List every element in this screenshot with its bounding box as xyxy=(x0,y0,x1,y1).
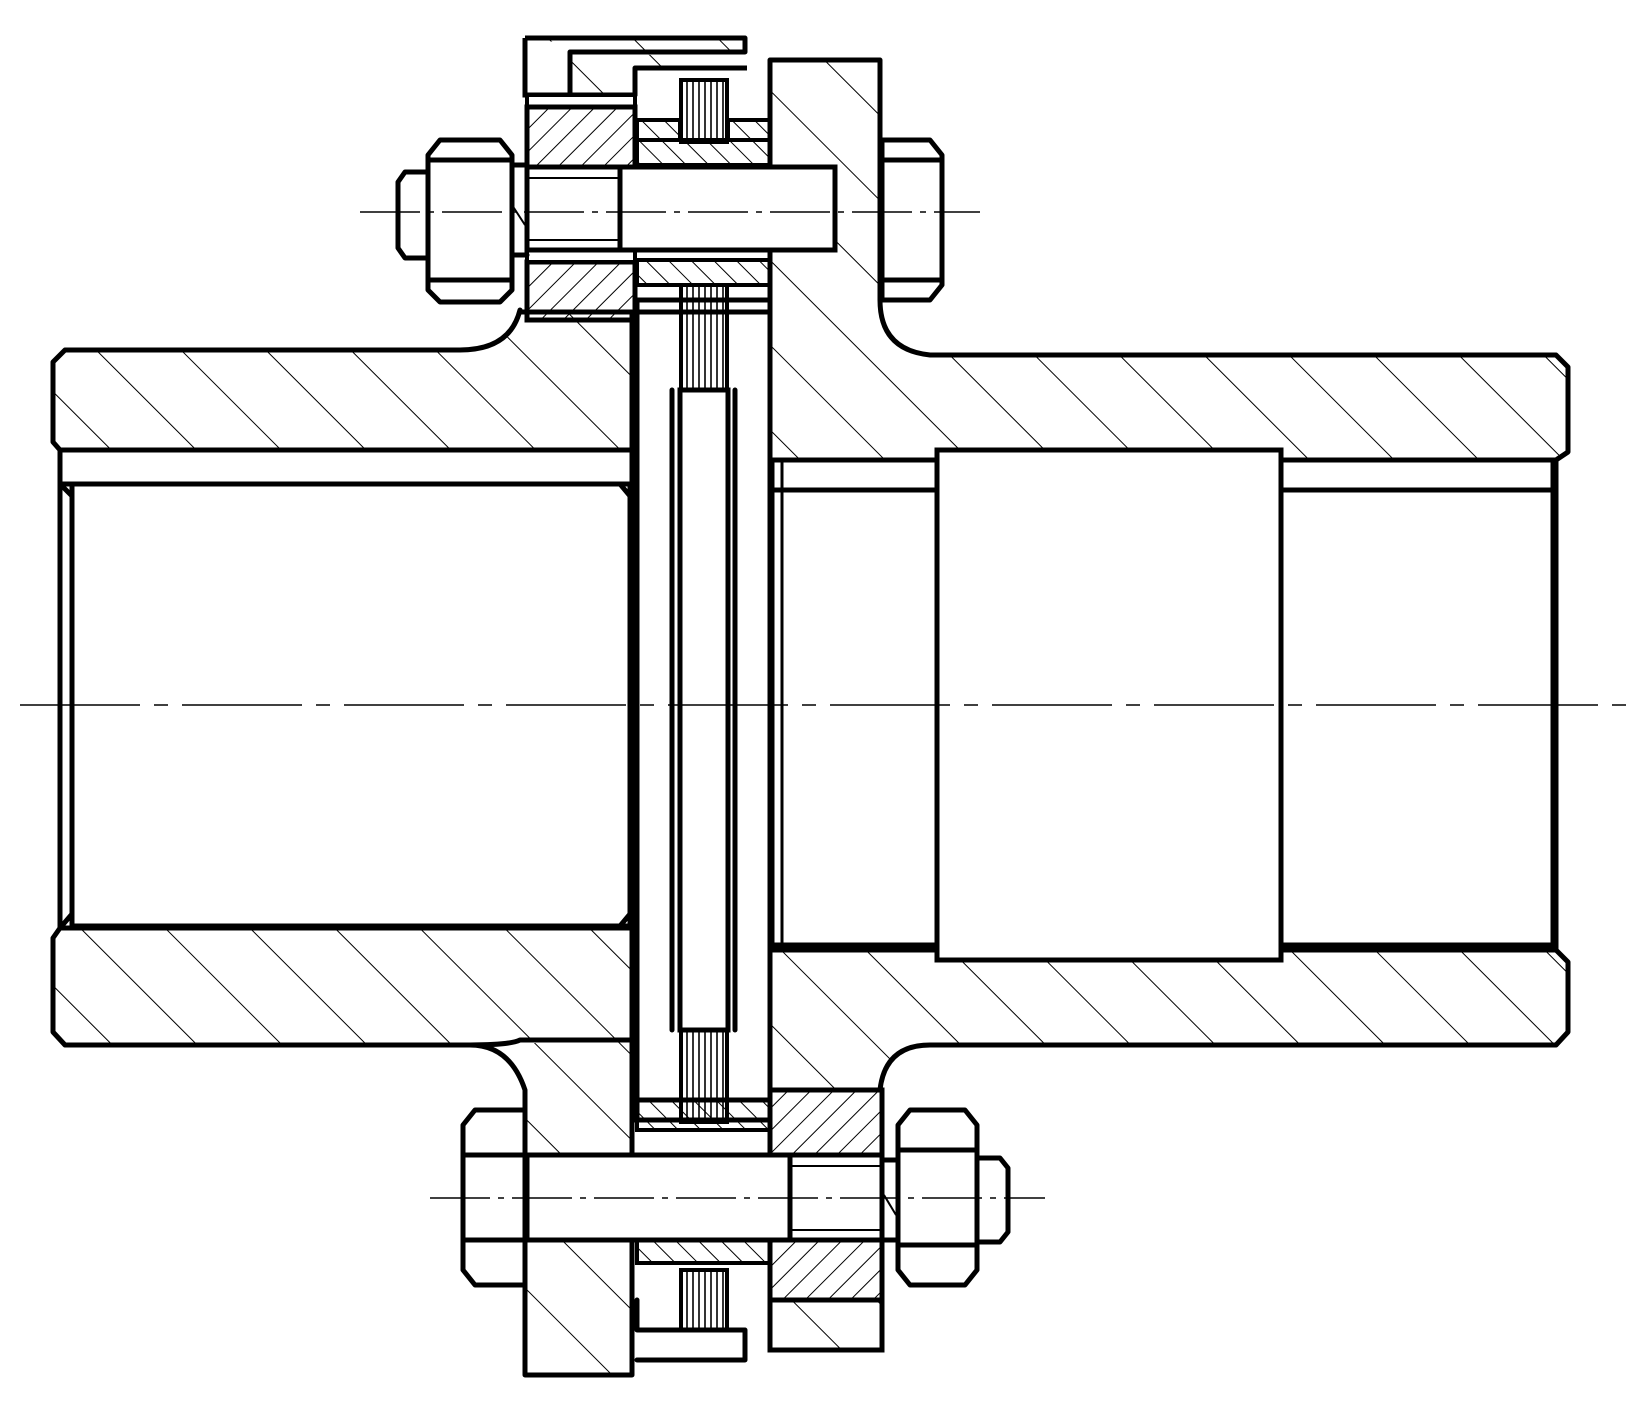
left-hub-upper-wall xyxy=(50,307,635,453)
upper-bolt xyxy=(524,137,945,303)
left-hub-lower-wall xyxy=(50,925,635,1048)
upper-hex-nut xyxy=(395,137,530,305)
left-hub-upper-flange xyxy=(522,35,748,323)
upper-bolt-head xyxy=(879,137,945,303)
left-hub-bore xyxy=(57,447,635,931)
right-hub-lower-wall xyxy=(767,947,1571,1093)
